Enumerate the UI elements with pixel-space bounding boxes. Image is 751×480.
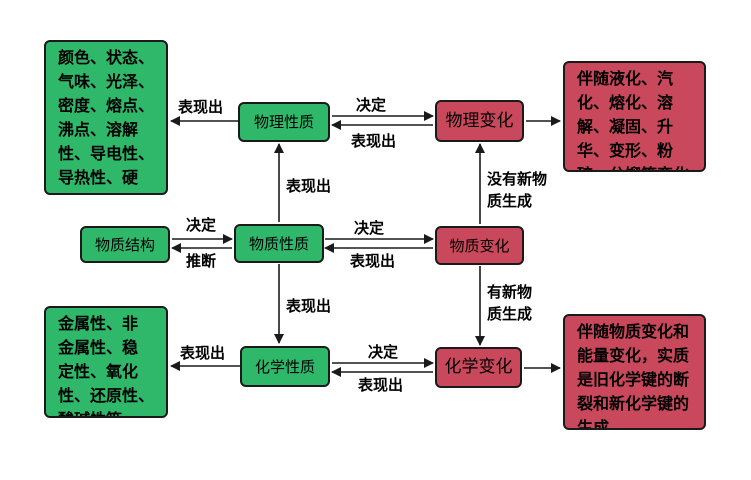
label-sub-decide: 决定 — [354, 219, 385, 237]
label-chem-decide: 决定 — [368, 343, 399, 361]
label-phys-to-list: 表现出 — [178, 98, 224, 116]
label-chem-to-list: 表现出 — [180, 344, 226, 362]
physical-changes-list: 伴随液化、汽 化、熔化、溶 解、凝固、升 华、变形、粉 碎、分馏等变化 — [563, 61, 706, 172]
chemical-changes-list: 伴随物质变化和 能量变化，实质 是旧化学键的断 裂和新化学键的 生成 — [563, 314, 706, 430]
label-struct-decide: 决定 — [186, 216, 217, 234]
label-sub-to-phys: 表现出 — [286, 177, 332, 195]
label-phys-decide: 决定 — [356, 96, 387, 114]
label-phys-reflect: 表现出 — [351, 132, 397, 150]
label-struct-infer: 推断 — [186, 252, 217, 270]
node-chemical-property: 化学性质 — [240, 346, 330, 387]
node-chemical-change: 化学变化 — [435, 347, 522, 388]
node-physical-change: 物理变化 — [435, 100, 524, 142]
node-physical-property: 物理性质 — [238, 102, 330, 142]
node-substance-structure: 物质结构 — [80, 226, 170, 263]
label-sub-reflect: 表现出 — [350, 252, 396, 270]
label-sub-to-chem: 表现出 — [286, 297, 332, 315]
label-chem-reflect: 表现出 — [358, 376, 404, 394]
node-substance-change: 物质变化 — [435, 226, 524, 265]
physical-properties-list: 颜色、状态、 气味、光泽、 密度、熔点、 沸点、溶解 性、导电性、 导热性、硬 … — [44, 40, 168, 195]
chemical-properties-list: 金属性、非 金属性、稳 定性、氧化 性、还原性、 酸碱性等 — [44, 306, 168, 418]
label-no-new-substance: 没有新物 质生成 — [487, 170, 548, 210]
label-new-substance: 有新物 质生成 — [487, 283, 533, 323]
node-substance-property: 物质性质 — [234, 224, 324, 263]
